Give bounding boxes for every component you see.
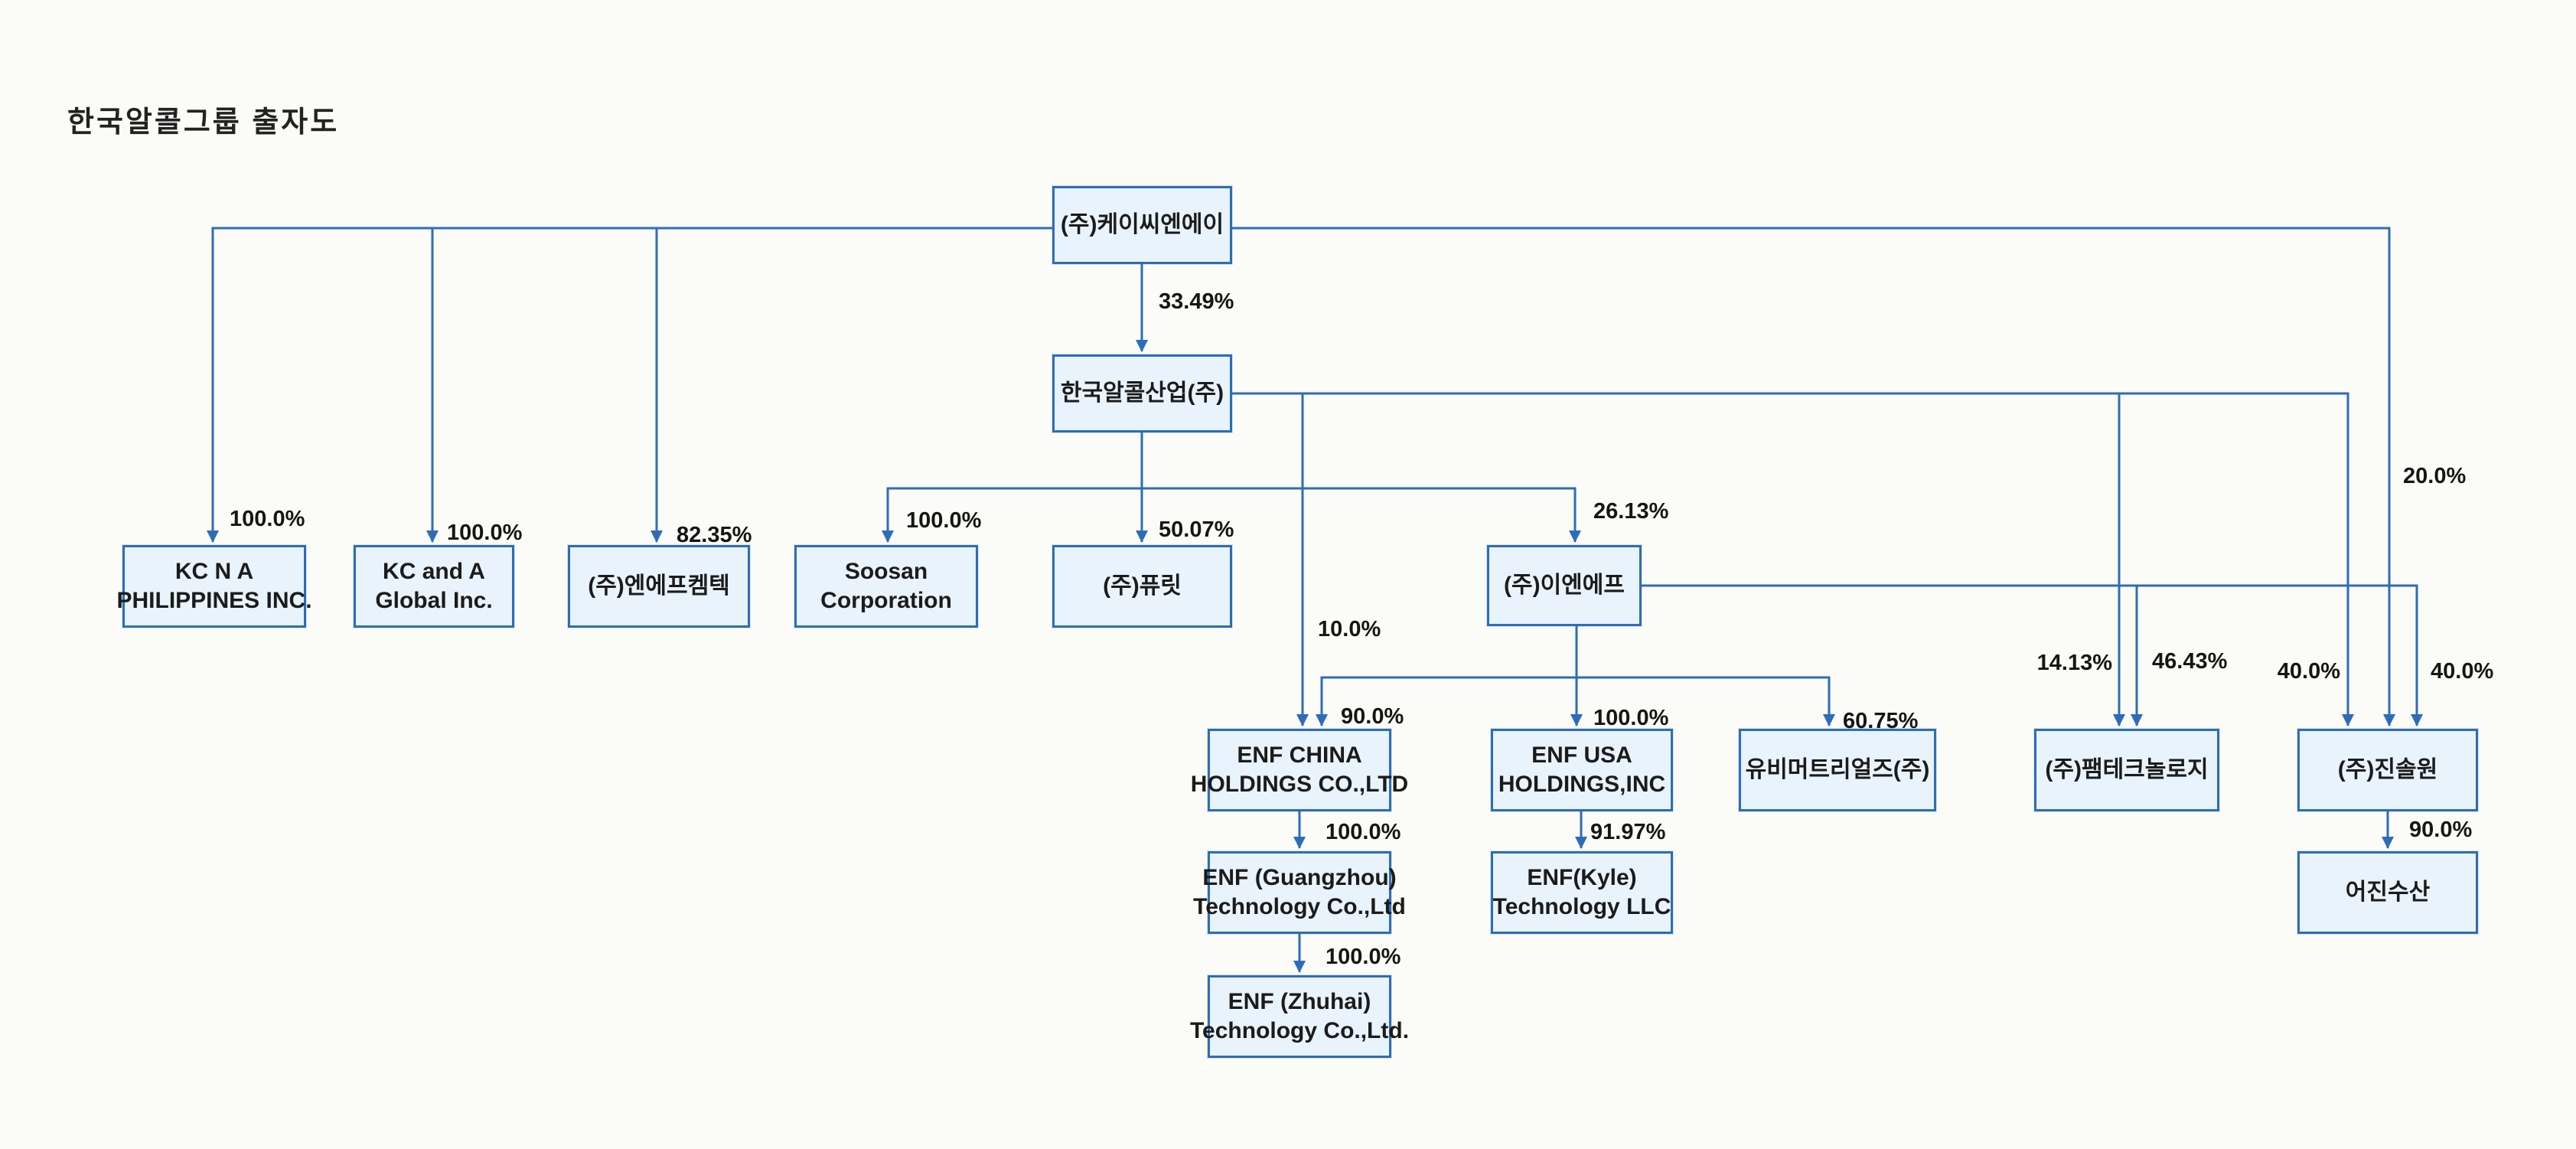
node-label: HOLDINGS CO.,LTD: [1190, 772, 1409, 797]
node-label: (주)이엔에프: [1504, 572, 1625, 598]
edge-percent-label: 90.0%: [1341, 704, 1404, 729]
edge-percent-label: 33.49%: [1159, 289, 1234, 314]
node-label: KC N A: [174, 558, 254, 584]
edge-enf-ubi: [1577, 676, 1835, 726]
edge-percent-label: 46.43%: [2152, 649, 2228, 674]
edge-percent-label: 50.07%: [1159, 517, 1234, 542]
node-label: (주)팸테크놀로지: [2045, 756, 2209, 782]
node-ubi: 유비머트리얼즈(주): [1739, 729, 1936, 811]
edge-percent-label: 100.0%: [906, 508, 982, 533]
edge-kcna-jinsol: [1232, 227, 2395, 726]
node-purit: (주)퓨릿: [1052, 545, 1232, 628]
node-label: 어진수산: [2345, 879, 2431, 905]
edge-percent-label: 10.0%: [1318, 617, 1381, 641]
node-eojin: 어진수산: [2297, 851, 2478, 934]
edge-hankook-enf: [1142, 487, 1581, 543]
node-kcanda: KC and A Global Inc.: [354, 545, 514, 628]
node-label: HOLDINGS,INC: [1498, 772, 1666, 797]
edge-hankook-enfchina: [1232, 392, 1309, 726]
node-label: ENF CHINA: [1237, 742, 1362, 768]
edge-kcna-kcnaph: [207, 227, 1052, 543]
edge-kcna-nfkem: [651, 227, 1052, 543]
node-enfchina: ENF CHINA HOLDINGS CO.,LTD: [1191, 729, 1408, 811]
node-label: Corporation: [820, 588, 952, 613]
edge-percent-label: 82.35%: [677, 523, 752, 547]
node-label: ENF(Kyle): [1527, 864, 1637, 890]
node-kcnaph: KC N A PHILIPPINES INC.: [116, 545, 312, 628]
node-zhuhai: ENF (Zhuhai) Technology Co.,Ltd.: [1190, 975, 1409, 1058]
node-hankook: 한국알콜산업(주): [1052, 354, 1232, 433]
edge-percent-label: 40.0%: [2431, 659, 2494, 684]
edge-percent-label: 26.13%: [1593, 499, 1669, 524]
node-label: (주)케이씨엔에이: [1060, 211, 1224, 237]
edge-percent-label: 100.0%: [1325, 820, 1401, 844]
edge-percent-label: 100.0%: [1593, 706, 1669, 730]
node-nfkem: (주)엔에프켐텍: [568, 545, 750, 628]
node-label: Technology Co.,Ltd.: [1189, 1018, 1410, 1043]
node-label: Technology LLC: [1492, 894, 1671, 919]
node-label: ENF (Zhuhai): [1228, 988, 1371, 1014]
node-label: (주)엔에프켐텍: [588, 573, 730, 599]
edge-percent-label: 20.0%: [2403, 464, 2467, 488]
node-guangzhou: ENF (Guangzhou) Technology Co.,Ltd: [1193, 851, 1406, 934]
node-enfusa: ENF USA HOLDINGS,INC: [1491, 729, 1673, 811]
node-pam: (주)팸테크놀로지: [2034, 729, 2219, 811]
edge-kcna-kcanda: [426, 227, 1052, 543]
node-label: 유비머트리얼즈(주): [1745, 756, 1930, 782]
edge-percent-label: 91.97%: [1590, 820, 1666, 844]
edge-percent-label: 100.0%: [447, 521, 523, 545]
node-jinsol: (주)진솔원: [2297, 729, 2478, 811]
node-label: PHILIPPINES INC.: [116, 588, 312, 613]
node-label: ENF (Guangzhou): [1202, 864, 1397, 890]
edge-hankook-jinsol: [1232, 392, 2354, 726]
node-kcna: (주)케이씨엔에이: [1052, 186, 1232, 264]
edge-hankook-pam: [1232, 392, 2125, 726]
edge-percent-label: 60.75%: [1843, 709, 1919, 733]
node-label: (주)진솔원: [2337, 756, 2438, 782]
node-enf: (주)이엔에프: [1487, 545, 1642, 626]
node-label: 한국알콜산업(주): [1060, 380, 1224, 406]
node-label: Global Inc.: [375, 588, 493, 613]
edge-percent-label: 100.0%: [230, 507, 305, 531]
edge-percent-label: 90.0%: [2409, 818, 2473, 842]
edge-percent-label: 40.0%: [2277, 659, 2340, 684]
node-label: (주)퓨릿: [1103, 573, 1182, 599]
node-label: Technology Co.,Ltd: [1193, 894, 1406, 919]
node-kyle: ENF(Kyle) Technology LLC: [1491, 851, 1673, 934]
diagram-title: 한국알콜그룹 출자도: [67, 106, 340, 139]
node-label: Soosan: [844, 558, 928, 584]
node-label: KC and A: [383, 558, 485, 584]
edge-percent-label: 14.13%: [2036, 651, 2112, 675]
edge-percent-label: 100.0%: [1325, 945, 1401, 969]
edge-enf-jinsol: [1642, 584, 2423, 726]
node-label: ENF USA: [1531, 742, 1632, 768]
